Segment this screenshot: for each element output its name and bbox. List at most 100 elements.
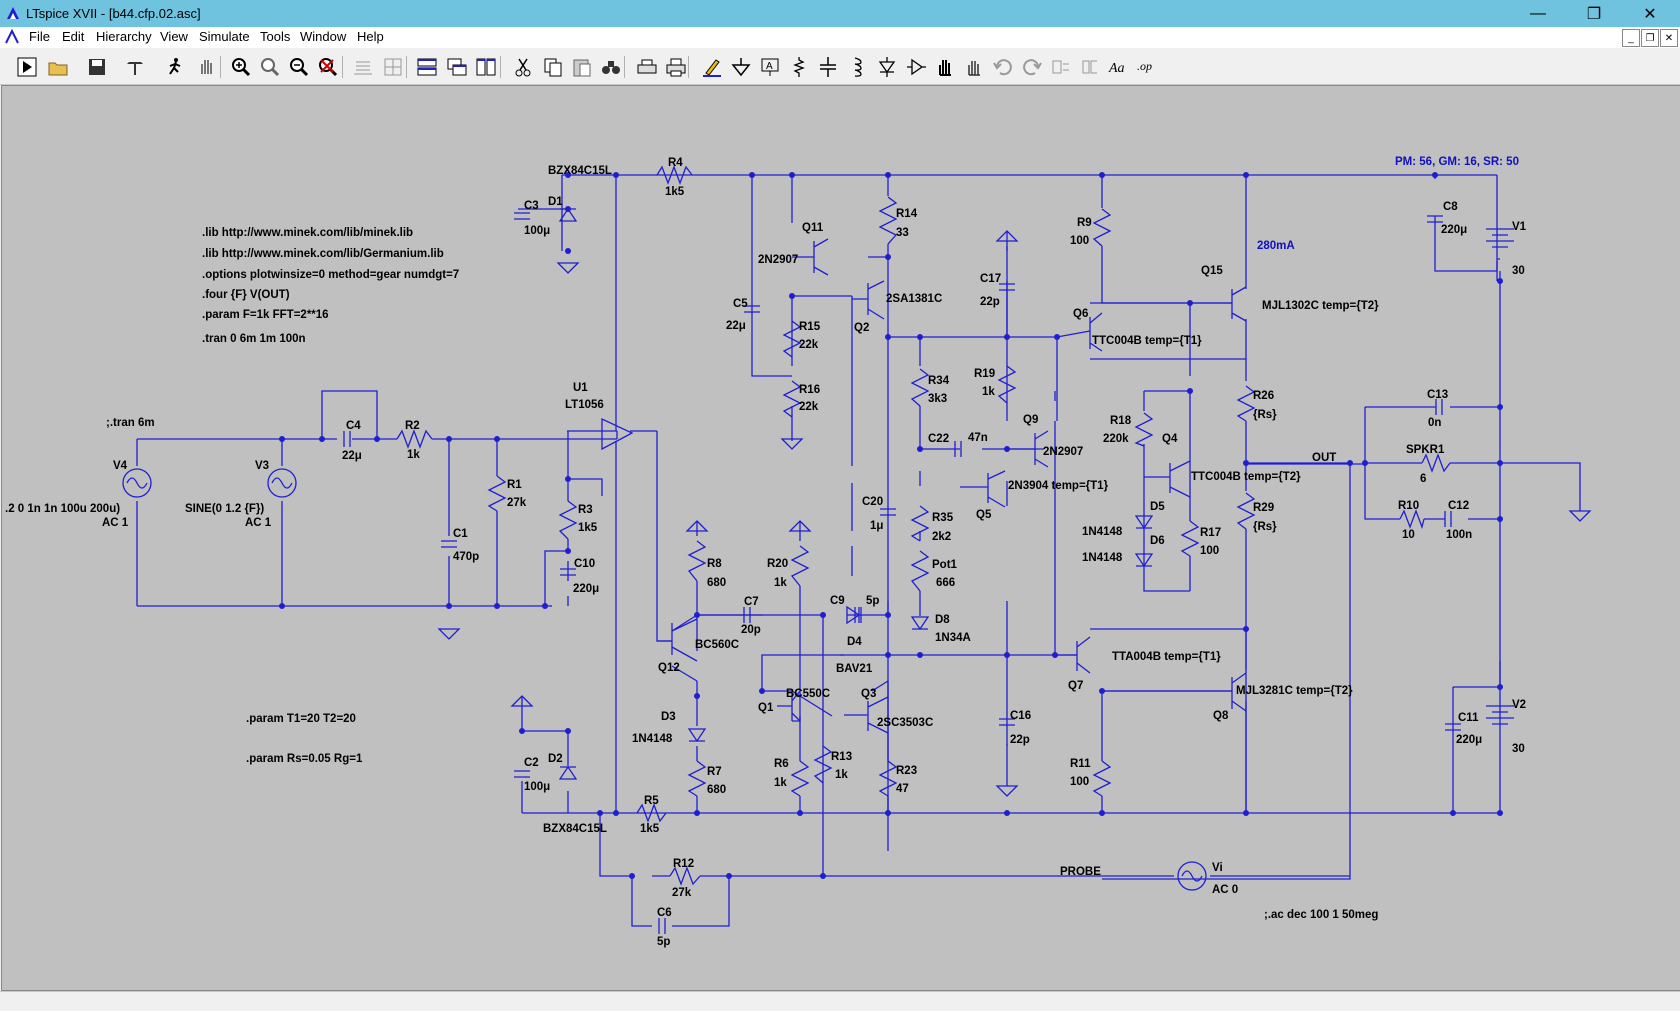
source-vi-symbol [1177,861,1207,891]
rotate-icon[interactable] [1048,54,1074,80]
resistor-r8-symbol [687,540,707,582]
capacitor-icon[interactable] [815,54,841,80]
mdi-close-button[interactable]: ✕ [1660,29,1678,47]
spice-directive-icon[interactable]: .op [1135,54,1161,80]
menu-file[interactable]: File [29,29,50,44]
resistor-r9-symbol [1092,208,1112,247]
document-icon[interactable] [4,29,20,45]
grid-icon[interactable] [380,54,406,80]
save-icon[interactable] [84,54,110,80]
menu-view[interactable]: View [160,29,188,44]
directive-lib-minek[interactable]: .lib http://www.minek.com/lib/minek.lib [202,227,413,239]
potentiometer-pot1-symbol [910,550,930,592]
directive-param-f[interactable]: .param F=1k FFT=2**16 [202,309,329,321]
schematic-canvas[interactable]: .lib http://www.minek.com/lib/minek.lib … [1,85,1680,991]
label-c9: C9 [830,595,845,607]
comment-tran[interactable]: ;.tran 6m [106,417,155,429]
paste-icon[interactable] [569,54,595,80]
text-icon[interactable]: Aa [1106,54,1132,80]
label-q4: Q4 [1162,433,1178,445]
label-net-icon[interactable]: A [757,54,783,80]
menu-window[interactable]: Window [300,29,347,44]
net-label-out[interactable]: OUT [1312,452,1336,464]
minimize-button[interactable]: — [1530,4,1546,22]
cascade-icon[interactable] [444,54,470,80]
label-r16: R16 [799,384,820,396]
transistor-q12-symbol [657,618,698,662]
label-q9-type: 2N2907 [1043,446,1083,458]
resistor-icon[interactable] [786,54,812,80]
label-q2-type: 2SA1381C [886,293,942,305]
run-icon[interactable] [14,54,40,80]
ground-symbol [685,520,709,532]
label-r7: R7 [707,766,722,778]
print-setup-icon[interactable] [634,54,660,80]
run-simulation-icon[interactable] [162,54,188,80]
resistor-r6-symbol [790,760,810,797]
mirror-icon[interactable] [1077,54,1103,80]
label-v3-ac: AC 1 [245,517,272,529]
current-note[interactable]: 280mA [1257,240,1295,252]
menu-edit[interactable]: Edit [62,29,85,44]
label-v1-value: 30 [1512,265,1525,277]
transistor-q7-symbol [1055,636,1091,674]
autorange-icon[interactable] [350,54,376,80]
open-icon[interactable] [45,54,71,80]
redo-icon[interactable] [1019,54,1045,80]
mdi-restore-button[interactable]: ❐ [1641,29,1659,47]
phase-margin-note[interactable]: PM: 56, GM: 16, SR: 50 [1395,156,1519,168]
label-r10-value: 10 [1402,529,1415,541]
draw-wire-icon[interactable] [699,54,725,80]
menu-simulate[interactable]: Simulate [199,29,250,44]
directive-tran[interactable]: .tran 0 6m 1m 100n [202,333,306,345]
label-q11-type: 2N2907 [758,254,798,266]
undo-icon[interactable] [990,54,1016,80]
diode-d6-symbol [1134,553,1154,568]
directive-lib-germanium[interactable]: .lib http://www.minek.com/lib/Germanium.… [202,248,444,260]
label-v4-value: .2 0 1n 1n 100u 200u) [5,503,120,515]
menu-hierarchy[interactable]: Hierarchy [96,29,152,44]
ground-icon[interactable] [728,54,754,80]
move-icon[interactable] [932,54,958,80]
label-q15: Q15 [1201,265,1223,277]
capacitor-c13-symbol [1435,399,1443,415]
label-d5-type: 1N4148 [1082,526,1123,538]
menu-tools[interactable]: Tools [260,29,291,44]
control-panel-icon[interactable] [122,54,148,80]
ground-symbol [995,785,1019,797]
drag-icon[interactable] [961,54,987,80]
zoom-out-icon[interactable] [257,54,283,80]
net-label-probe[interactable]: PROBE [1060,866,1101,878]
resistor-r16-symbol [782,380,802,418]
schematic-drawing[interactable]: .lib http://www.minek.com/lib/minek.lib … [2,86,1680,990]
mdi-minimize-button[interactable]: _ [1622,29,1640,47]
directive-param-rs[interactable]: .param Rs=0.05 Rg=1 [246,753,363,765]
tile-vertical-icon[interactable] [473,54,499,80]
label-q9: Q9 [1023,414,1038,426]
zoom-cancel-icon[interactable] [315,54,341,80]
component-icon[interactable] [903,54,929,80]
diode-icon[interactable] [874,54,900,80]
cut-icon[interactable] [510,54,536,80]
inductor-icon[interactable] [844,54,870,80]
tile-horizontal-icon[interactable] [414,54,440,80]
maximize-button[interactable]: ❐ [1586,5,1602,23]
close-button[interactable]: ✕ [1643,5,1657,23]
directive-options[interactable]: .options plotwinsize=0 method=gear numdg… [202,269,459,281]
copy-icon[interactable] [540,54,566,80]
directive-param-t[interactable]: .param T1=20 T2=20 [246,713,356,725]
label-spkr1: SPKR1 [1406,444,1445,456]
svg-text:Aa: Aa [1108,61,1125,76]
zoom-fit-icon[interactable] [286,54,312,80]
label-r18: R18 [1110,415,1132,427]
comment-ac[interactable]: ;.ac dec 100 1 50meg [1264,909,1378,921]
print-icon[interactable] [663,54,689,80]
find-icon[interactable] [598,54,624,80]
directive-four[interactable]: .four {F} V(OUT) [202,289,290,301]
zoom-in-icon[interactable] [228,54,254,80]
menu-help[interactable]: Help [357,29,384,44]
label-r15: R15 [799,321,821,333]
label-c22: C22 [928,433,949,445]
label-c17: C17 [980,273,1001,285]
pan-icon[interactable] [194,54,220,80]
